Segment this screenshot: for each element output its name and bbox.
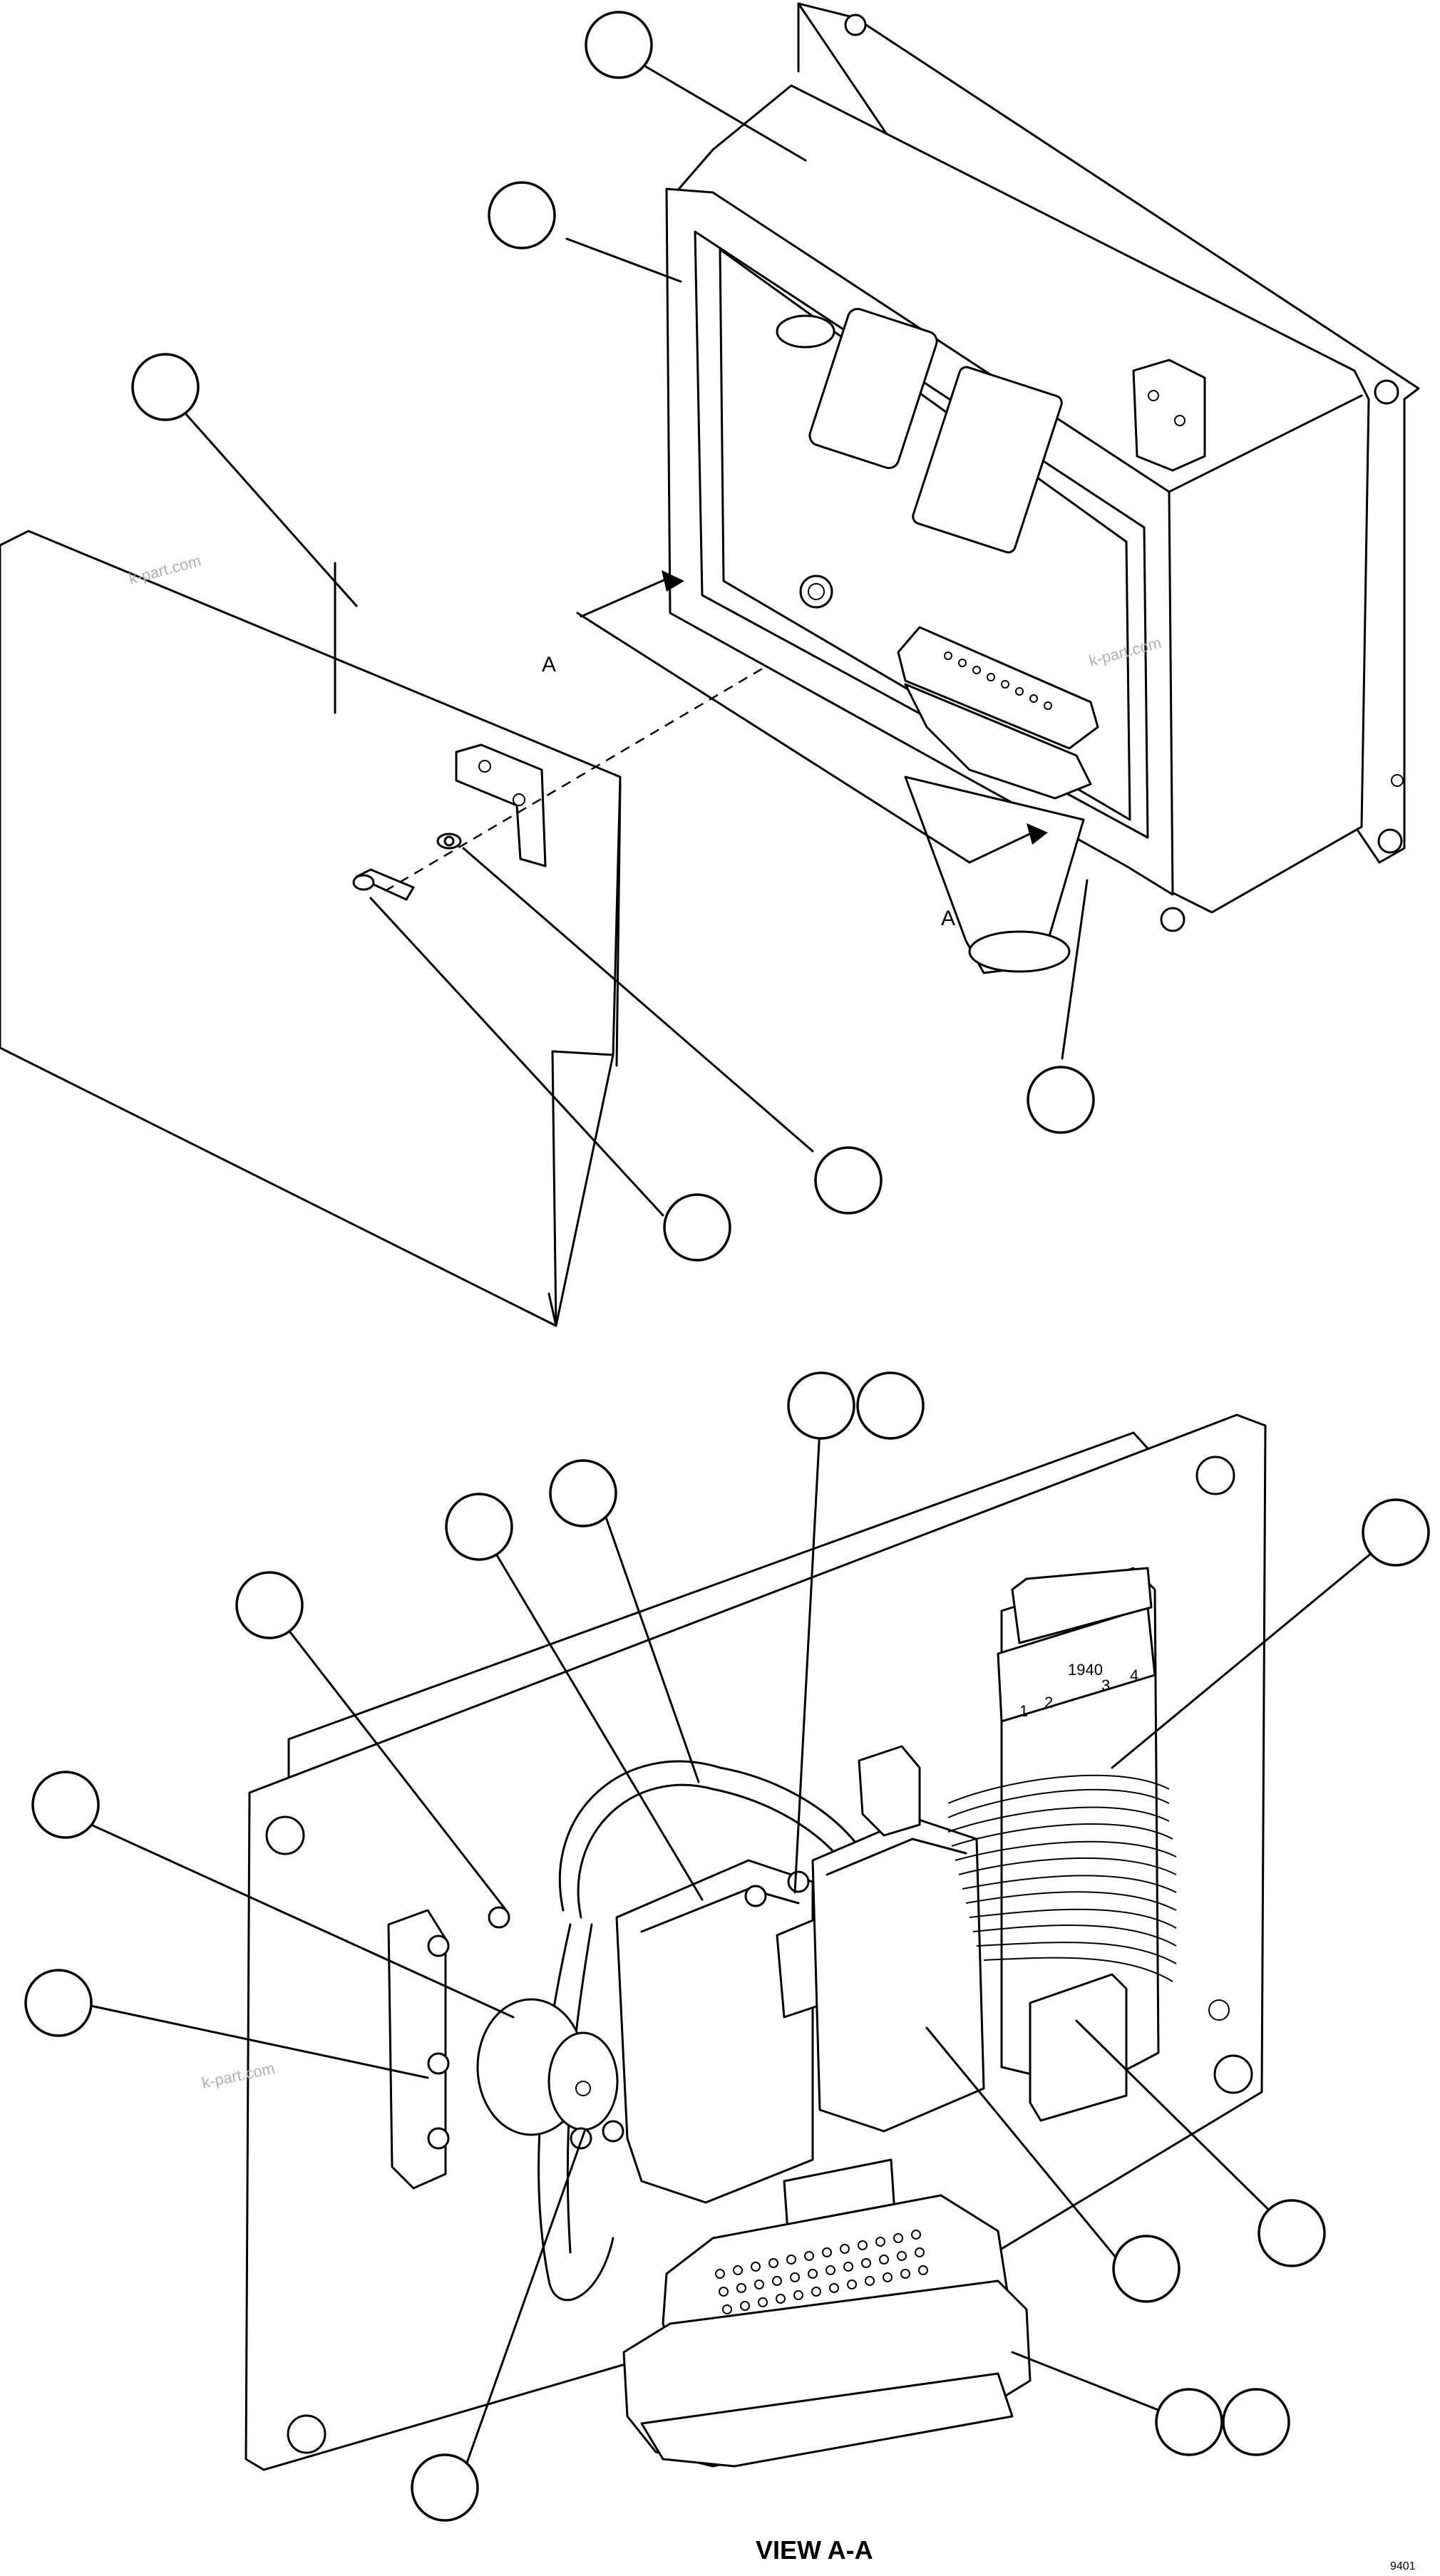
callout-bubble — [1362, 1498, 1430, 1567]
connector-number: 3 — [1101, 1676, 1110, 1694]
wire-harness — [947, 1774, 1177, 1982]
small-bracket — [858, 1745, 921, 1837]
callout-bubble — [814, 1146, 883, 1215]
cover-panel — [0, 530, 622, 1327]
callout-bubble — [131, 353, 200, 421]
callout-bubble — [585, 11, 653, 79]
top-exploded-view: A A k-part.com k-part.com — [0, 2, 1420, 1327]
callout-leaders-top — [184, 63, 1089, 1217]
callout-bubble — [1155, 2388, 1223, 2456]
enclosure-box — [665, 2, 1420, 974]
callout-bubble — [787, 1371, 855, 1440]
round-component — [476, 1998, 624, 2150]
callout-bubble — [445, 1493, 513, 1561]
callout-bubbles-bottom — [24, 1371, 1430, 2522]
callout-bubble — [1222, 2388, 1290, 2456]
section-label-right: A — [941, 907, 955, 930]
cover-bracket — [455, 743, 547, 867]
callout-bubble — [31, 1771, 100, 1839]
callout-bubble — [411, 2453, 479, 2522]
callout-bubble — [856, 1371, 925, 1440]
view-caption: VIEW A-A — [756, 2535, 873, 2565]
bottom-connector — [622, 2158, 1032, 2468]
callout-bubble — [663, 1193, 731, 1262]
watermark-text: k-part.com — [127, 552, 203, 588]
callout-leaders-bottom — [59, 1428, 1402, 2464]
callout-bubble — [1027, 1066, 1095, 1134]
din-rail — [1029, 1973, 1128, 2122]
connector-code: 1940 — [1068, 1661, 1103, 1679]
callout-bubble — [488, 181, 556, 249]
relay-module-left — [615, 1859, 828, 2204]
callout-bubble — [24, 1969, 93, 2037]
corner-mark: 9401 — [1390, 2560, 1416, 2572]
section-arrow-a: A A — [542, 570, 1048, 930]
top-connector-pins — [944, 651, 1052, 710]
callout-bubble — [235, 1571, 304, 1639]
callout-bubble — [549, 1459, 617, 1527]
screw-and-washer — [352, 833, 462, 901]
connector-number: 2 — [1044, 1694, 1053, 1711]
callout-bubbles-top — [131, 11, 1095, 1262]
connector-number: 4 — [1130, 1666, 1138, 1684]
connector-number: 1 — [1019, 1702, 1028, 1720]
callout-bubble — [1112, 2235, 1181, 2303]
section-label-left: A — [542, 653, 556, 676]
bottom-section-view: 1 2 1940 3 4 — [24, 1371, 1430, 2565]
connector-pins — [715, 2230, 928, 2314]
callout-bubble — [1258, 2199, 1326, 2267]
